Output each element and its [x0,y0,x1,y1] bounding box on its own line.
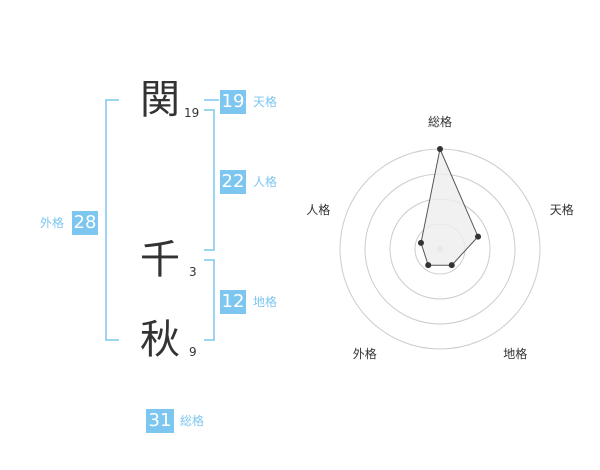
chikaku-bracket [204,259,215,341]
jinkaku-bracket [204,109,215,251]
gaikaku-bracket [105,99,119,341]
gaikaku-value: 28 [72,211,98,235]
soukaku-value: 31 [146,409,174,433]
tenkaku-value: 19 [220,90,246,114]
radar-axis-label-2: 地格 [503,346,528,361]
gaikaku-label: 外格 [40,216,65,230]
chikaku-value: 12 [220,290,246,314]
name-char-2: 千 [140,237,180,283]
stroke-count-1: 19 [184,106,200,120]
radar-axis-label-4: 人格 [306,203,331,218]
tenkaku-label: 天格 [253,95,278,109]
stroke-count-3: 9 [189,345,197,359]
radar-area [420,147,479,266]
stroke-count-2: 3 [189,265,197,279]
radar-axis-label-3: 外格 [352,346,377,361]
name-char-1: 関 [140,77,180,123]
radar-point-1 [475,233,482,240]
radar-point-3 [425,262,432,269]
radar-axis-label-1: 天格 [549,203,574,218]
jinkaku-value: 22 [220,170,246,194]
radar-axis-label-0: 総格 [428,115,453,129]
radar-point-4 [417,239,424,246]
soukaku-label: 総格 [180,414,205,428]
radar-point-2 [448,262,455,269]
name-char-3: 秋 [140,317,180,363]
jinkaku-label: 人格 [253,175,278,189]
chikaku-label: 地格 [253,295,278,309]
radar-point-0 [437,146,443,152]
